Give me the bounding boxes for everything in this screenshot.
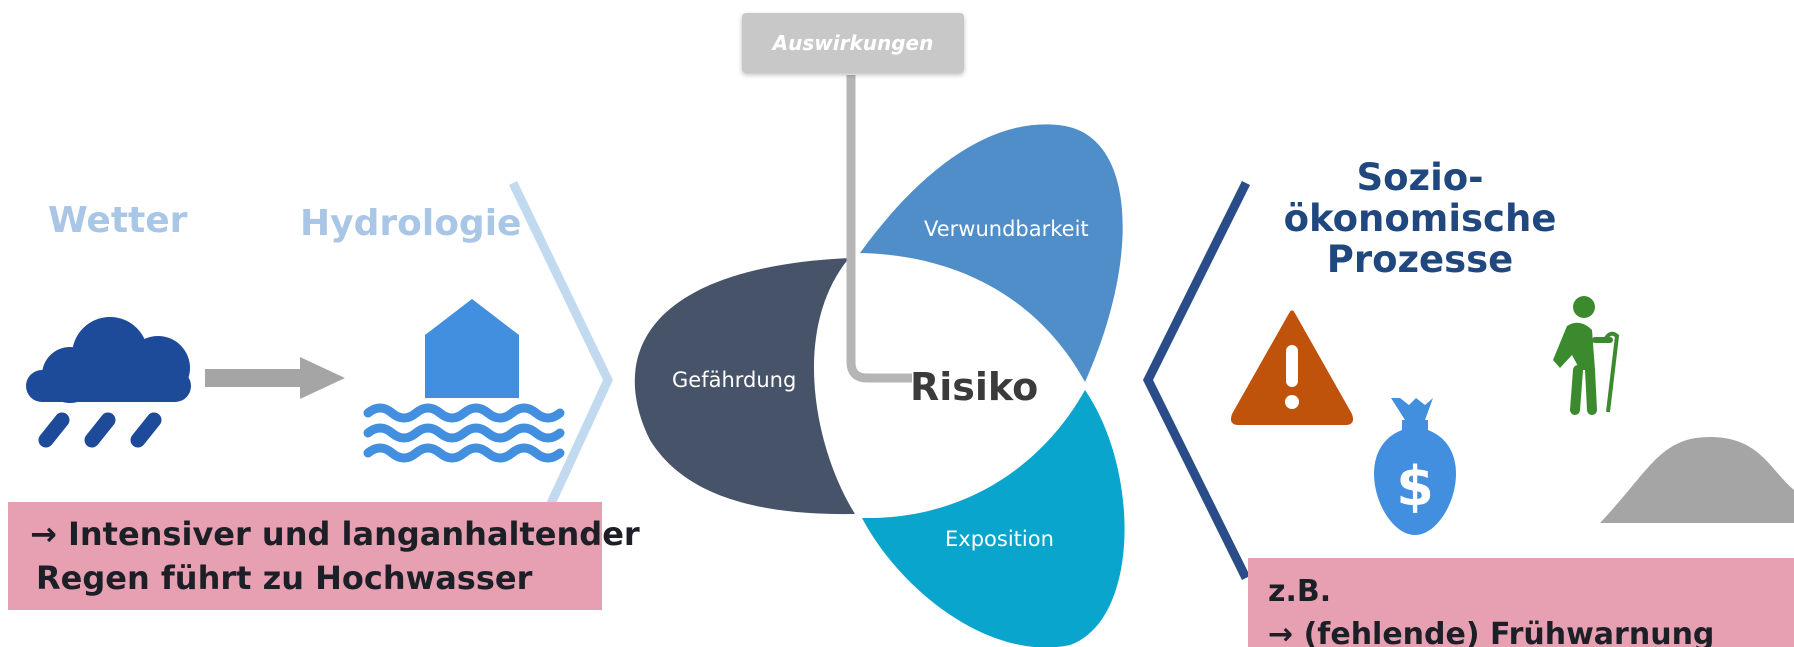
right-summary-line-2: → (fehlende) Frühwarnung: [1268, 617, 1715, 647]
elderly-person-icon: [1553, 296, 1620, 415]
vulnerability-label: Verwundbarkeit: [924, 217, 1089, 241]
socioeconomic-title: Sozio- ökonomische Prozesse: [1280, 157, 1560, 280]
socioeconomic-title-line-3: Prozesse: [1326, 238, 1514, 281]
svg-text:$: $: [1396, 455, 1434, 518]
hill-icon: [1600, 437, 1794, 523]
connector-line: [846, 75, 912, 383]
risk-petals: [634, 124, 1125, 647]
hazard-petal: [634, 258, 855, 515]
risk-label: Risiko: [910, 365, 1039, 409]
warning-triangle-icon: [1230, 310, 1354, 425]
left-summary-line-1: → Intensiver und langanhaltender: [30, 515, 640, 553]
money-bag-icon: $: [1374, 398, 1456, 535]
left-summary-line-2: Regen führt zu Hochwasser: [36, 559, 533, 597]
vulnerability-petal: [860, 124, 1123, 382]
exposure-label: Exposition: [945, 527, 1054, 551]
hazard-label: Gefährdung: [672, 368, 797, 392]
right-summary-box: z.B. → (fehlende) Frühwarnung: [1248, 558, 1794, 647]
socioeconomic-title-line-2: ökonomische: [1283, 197, 1557, 240]
weather-label: Wetter: [48, 200, 188, 241]
left-summary-box: → Intensiver und langanhaltender Regen f…: [8, 502, 640, 610]
rain-cloud-icon: [26, 317, 191, 448]
right-summary-line-1: z.B.: [1268, 574, 1332, 609]
right-chevron: [1142, 180, 1251, 580]
impacts-label: Auswirkungen: [772, 31, 934, 55]
flooded-house-icon: [363, 299, 565, 463]
right-arrow-icon: [205, 357, 345, 399]
hydrology-label: Hydrologie: [300, 203, 522, 244]
impacts-box: Auswirkungen: [742, 13, 964, 73]
exposure-petal: [862, 390, 1125, 647]
left-chevron: [508, 181, 613, 512]
socioeconomic-title-line-1: Sozio-: [1356, 156, 1484, 199]
